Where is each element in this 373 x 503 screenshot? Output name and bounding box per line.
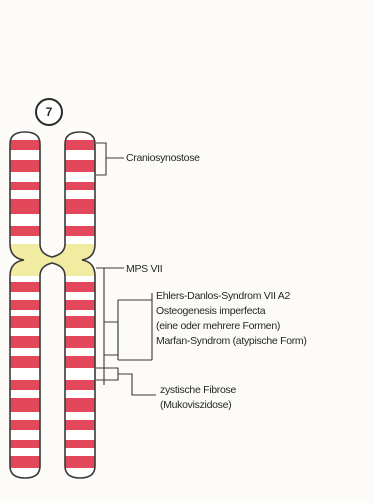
chromosome-band bbox=[65, 300, 95, 310]
chromosome-band bbox=[65, 356, 95, 368]
chromosome-band bbox=[10, 420, 40, 430]
chromatid-right-bands bbox=[65, 132, 95, 478]
label-marfan: Marfan-Syndrom (atypische Form) bbox=[156, 335, 307, 348]
chromosome-band bbox=[10, 336, 40, 348]
chromosome-band bbox=[65, 199, 95, 214]
chromosome-band bbox=[10, 300, 40, 310]
chromosome-band bbox=[10, 316, 40, 328]
chromosome-band bbox=[10, 182, 40, 190]
leader-line bbox=[96, 143, 106, 175]
chromosome-band bbox=[10, 398, 40, 412]
label-ehlers-danlos: Ehlers-Danlos-Syndrom VII A2 bbox=[156, 290, 290, 303]
label-mukoviszidose: (Mukoviszidose) bbox=[160, 399, 231, 412]
chromosome-band bbox=[65, 420, 95, 430]
chromosome-band bbox=[65, 440, 95, 448]
chromosome-band bbox=[65, 160, 95, 172]
chromosome-band bbox=[10, 140, 40, 150]
leader-line bbox=[118, 374, 156, 395]
chromosome-band bbox=[65, 282, 95, 292]
label-mps-vii: MPS VII bbox=[126, 263, 162, 276]
chromosome-band bbox=[65, 182, 95, 190]
chromosome-band bbox=[10, 282, 40, 292]
label-zystische-fibrose: zystische Fibrose bbox=[160, 384, 236, 397]
chromosome-band bbox=[10, 160, 40, 172]
label-osteogenesis: Osteogenesis imperfecta bbox=[156, 305, 265, 318]
label-osteogenesis-note: (eine oder mehrere Formen) bbox=[156, 320, 280, 333]
leader-line bbox=[96, 368, 118, 380]
label-craniosynostose: Craniosynostose bbox=[126, 152, 200, 165]
chromosome-band bbox=[10, 356, 40, 368]
chromosome-band bbox=[65, 380, 95, 390]
chromosome-band bbox=[65, 398, 95, 412]
chromosome-number-badge: 7 bbox=[35, 98, 63, 126]
chromosome-band bbox=[65, 140, 95, 150]
chromosome-band bbox=[65, 456, 95, 468]
chromosome-band bbox=[10, 456, 40, 468]
chromosome-band bbox=[65, 336, 95, 348]
chromosome-band bbox=[10, 199, 40, 214]
chromosome-band bbox=[10, 226, 40, 236]
chromosome-band bbox=[65, 226, 95, 236]
chromosome-band bbox=[10, 380, 40, 390]
chromatid-left-bands bbox=[10, 132, 40, 478]
leader-line bbox=[104, 322, 118, 355]
chromosome-band bbox=[10, 440, 40, 448]
chromosome-band bbox=[65, 316, 95, 328]
